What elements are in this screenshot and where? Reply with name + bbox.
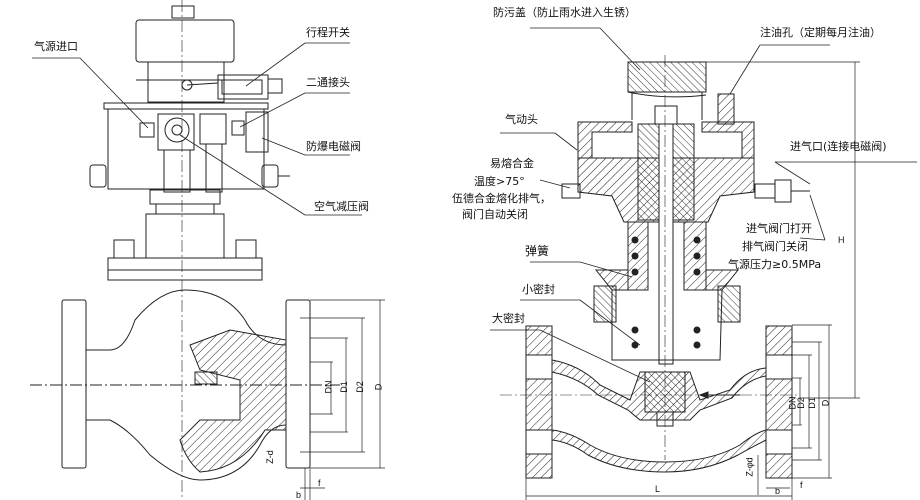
- label-oil-hole: 注油孔（定期每月注油）: [760, 26, 881, 39]
- dim-l-right: L: [655, 484, 661, 494]
- dim-zd: Z-d: [264, 450, 275, 464]
- label-temperature: 温度>75°: [474, 175, 525, 188]
- label-wood-alloy-note-2: 阀门自动关闭: [462, 208, 528, 221]
- right-valve-body-section: [500, 55, 800, 479]
- left-actuator: [89, 5, 290, 281]
- label-air-pressure-reducer: 空气减压阀: [314, 200, 369, 213]
- label-small-seal: 小密封: [522, 283, 555, 296]
- label-wood-alloy-note-1: 伍德合金熔化排气，: [452, 192, 551, 205]
- dim-f: f: [318, 478, 321, 488]
- dim-b-right: b: [775, 486, 781, 496]
- label-air-pressure: 气源压力≥0.5MPa: [728, 258, 822, 271]
- dim-zd-right: Z-φd: [744, 457, 755, 477]
- right-actuator-section: [561, 61, 810, 365]
- dim-dn: DN: [323, 380, 334, 394]
- right-dimension-lines: [525, 61, 860, 500]
- label-exhaust-closed: 排气阀门关闭: [742, 240, 808, 253]
- right-leader-lines: [490, 27, 917, 383]
- label-intake-open: 进气阀门打开: [746, 222, 812, 235]
- label-air-inlet-right: 进气口(连接电磁阀): [790, 140, 887, 153]
- label-air-inlet: 气源进口: [34, 40, 78, 53]
- dim-d-right: D: [820, 399, 831, 407]
- label-spring: 弹簧: [525, 244, 550, 258]
- dim-b: b: [296, 490, 302, 500]
- label-explosion-proof-solenoid: 防爆电磁阀: [306, 140, 361, 153]
- label-limit-switch: 行程开关: [306, 26, 350, 39]
- label-dust-cover: 防污盖（防止雨水进入生锈）: [493, 6, 636, 19]
- dim-d2-right: D2: [795, 397, 806, 409]
- label-fusible-alloy: 易熔合金: [490, 157, 534, 170]
- left-dimension-lines: [300, 299, 385, 500]
- dim-f-right: f: [800, 480, 803, 490]
- left-valve-body: [30, 0, 340, 500]
- dim-d1-right: D1: [806, 397, 817, 409]
- dim-d: D: [373, 383, 384, 391]
- label-pneumatic-head: 气动头: [505, 113, 538, 126]
- label-large-seal: 大密封: [492, 312, 525, 325]
- dim-d1: D1: [338, 381, 349, 393]
- dim-d2: D2: [354, 381, 365, 393]
- label-two-way-fitting: 二通接头: [306, 76, 350, 89]
- left-leader-lines: [32, 42, 362, 216]
- dim-h-right: H: [838, 235, 845, 245]
